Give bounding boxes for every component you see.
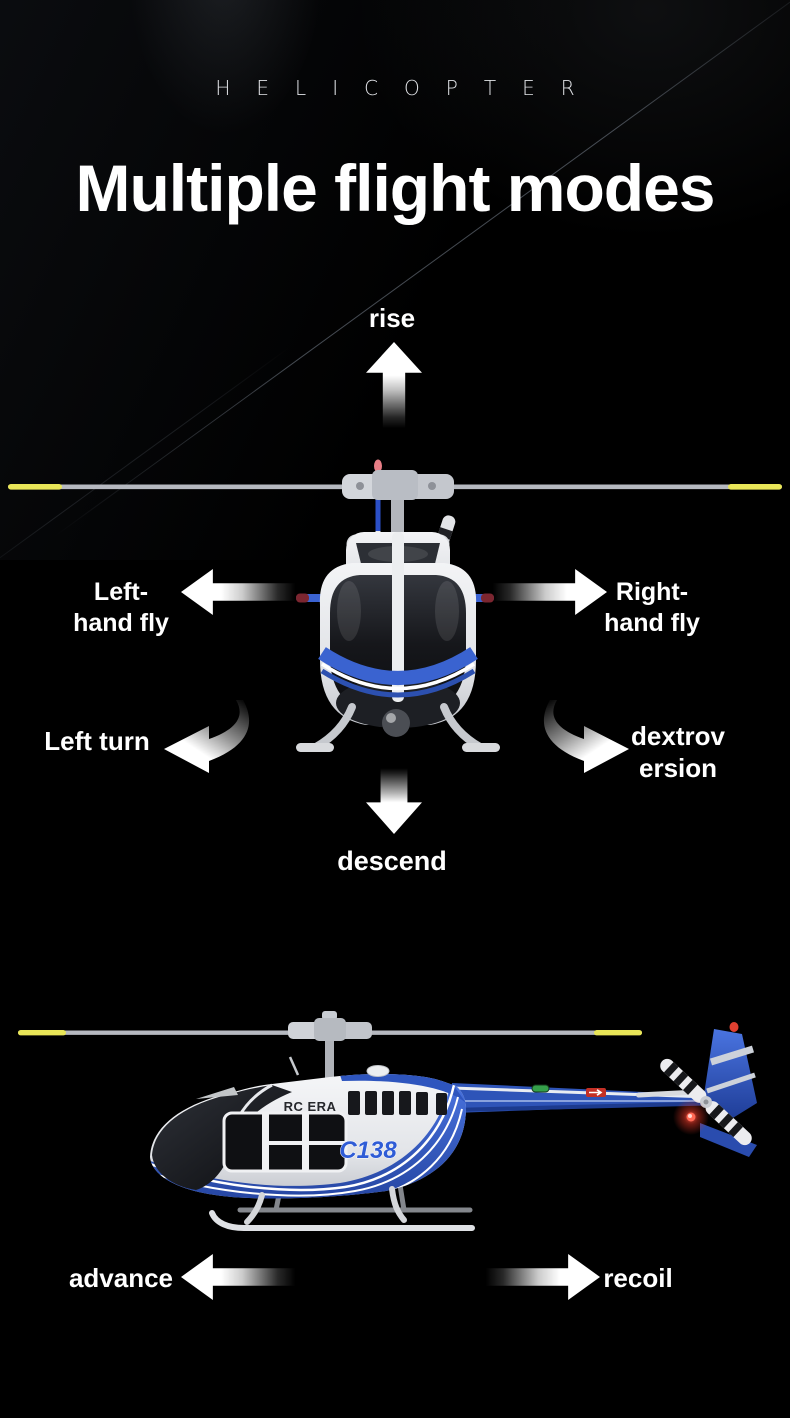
side-stabilizer — [636, 1089, 700, 1098]
label-left-turn: Left turn — [44, 726, 150, 756]
side-upper-windows — [348, 1091, 447, 1115]
side-warning-sticker — [586, 1088, 606, 1097]
side-main-rotor — [18, 1011, 642, 1083]
label-advance: advance — [68, 1263, 174, 1293]
front-main-rotor — [8, 470, 782, 548]
side-lower-fin — [700, 1123, 757, 1157]
side-tail-rotor — [660, 1058, 752, 1146]
side-roof-intake — [366, 1065, 390, 1077]
side-nose-antenna — [196, 1087, 238, 1099]
side-windshield — [152, 1085, 292, 1190]
side-door-windows — [222, 1111, 348, 1173]
label-rise: rise — [368, 303, 416, 333]
front-antenna-tip — [374, 459, 382, 473]
heli-brand-marking: RC ERA — [284, 1099, 337, 1114]
descend-arrow-down-icon — [366, 768, 422, 834]
side-landing-skid — [209, 1186, 475, 1231]
label-recoil: recoil — [603, 1263, 673, 1293]
label-right-hand-fly: Right- hand fly — [604, 578, 700, 637]
side-roof-antenna — [288, 1056, 300, 1076]
front-landing-skids — [296, 703, 500, 752]
left-turn-curved-arrow-icon — [164, 700, 250, 773]
label-dextroversion: dextrov ersion — [631, 721, 725, 783]
label-left-hand-fly: Left- hand fly — [73, 578, 169, 637]
heli-model-marking: C138 — [339, 1137, 397, 1164]
side-boom-sensor — [531, 1084, 550, 1093]
front-landing-light — [382, 709, 410, 737]
front-center-divider — [392, 532, 404, 702]
header-background — [0, 0, 790, 560]
front-nose-stripes — [318, 647, 478, 698]
side-fin-tip-light — [729, 1022, 739, 1032]
helicopter-side-view: RC ERA C138 — [18, 1011, 757, 1231]
dextroversion-curved-arrow-icon — [543, 700, 629, 773]
page-title: Multiple flight modes — [75, 151, 716, 225]
helicopter-front-view — [8, 459, 782, 752]
label-descend: descend — [337, 846, 447, 876]
brand-wordmark: HELICOPTER — [215, 76, 601, 100]
